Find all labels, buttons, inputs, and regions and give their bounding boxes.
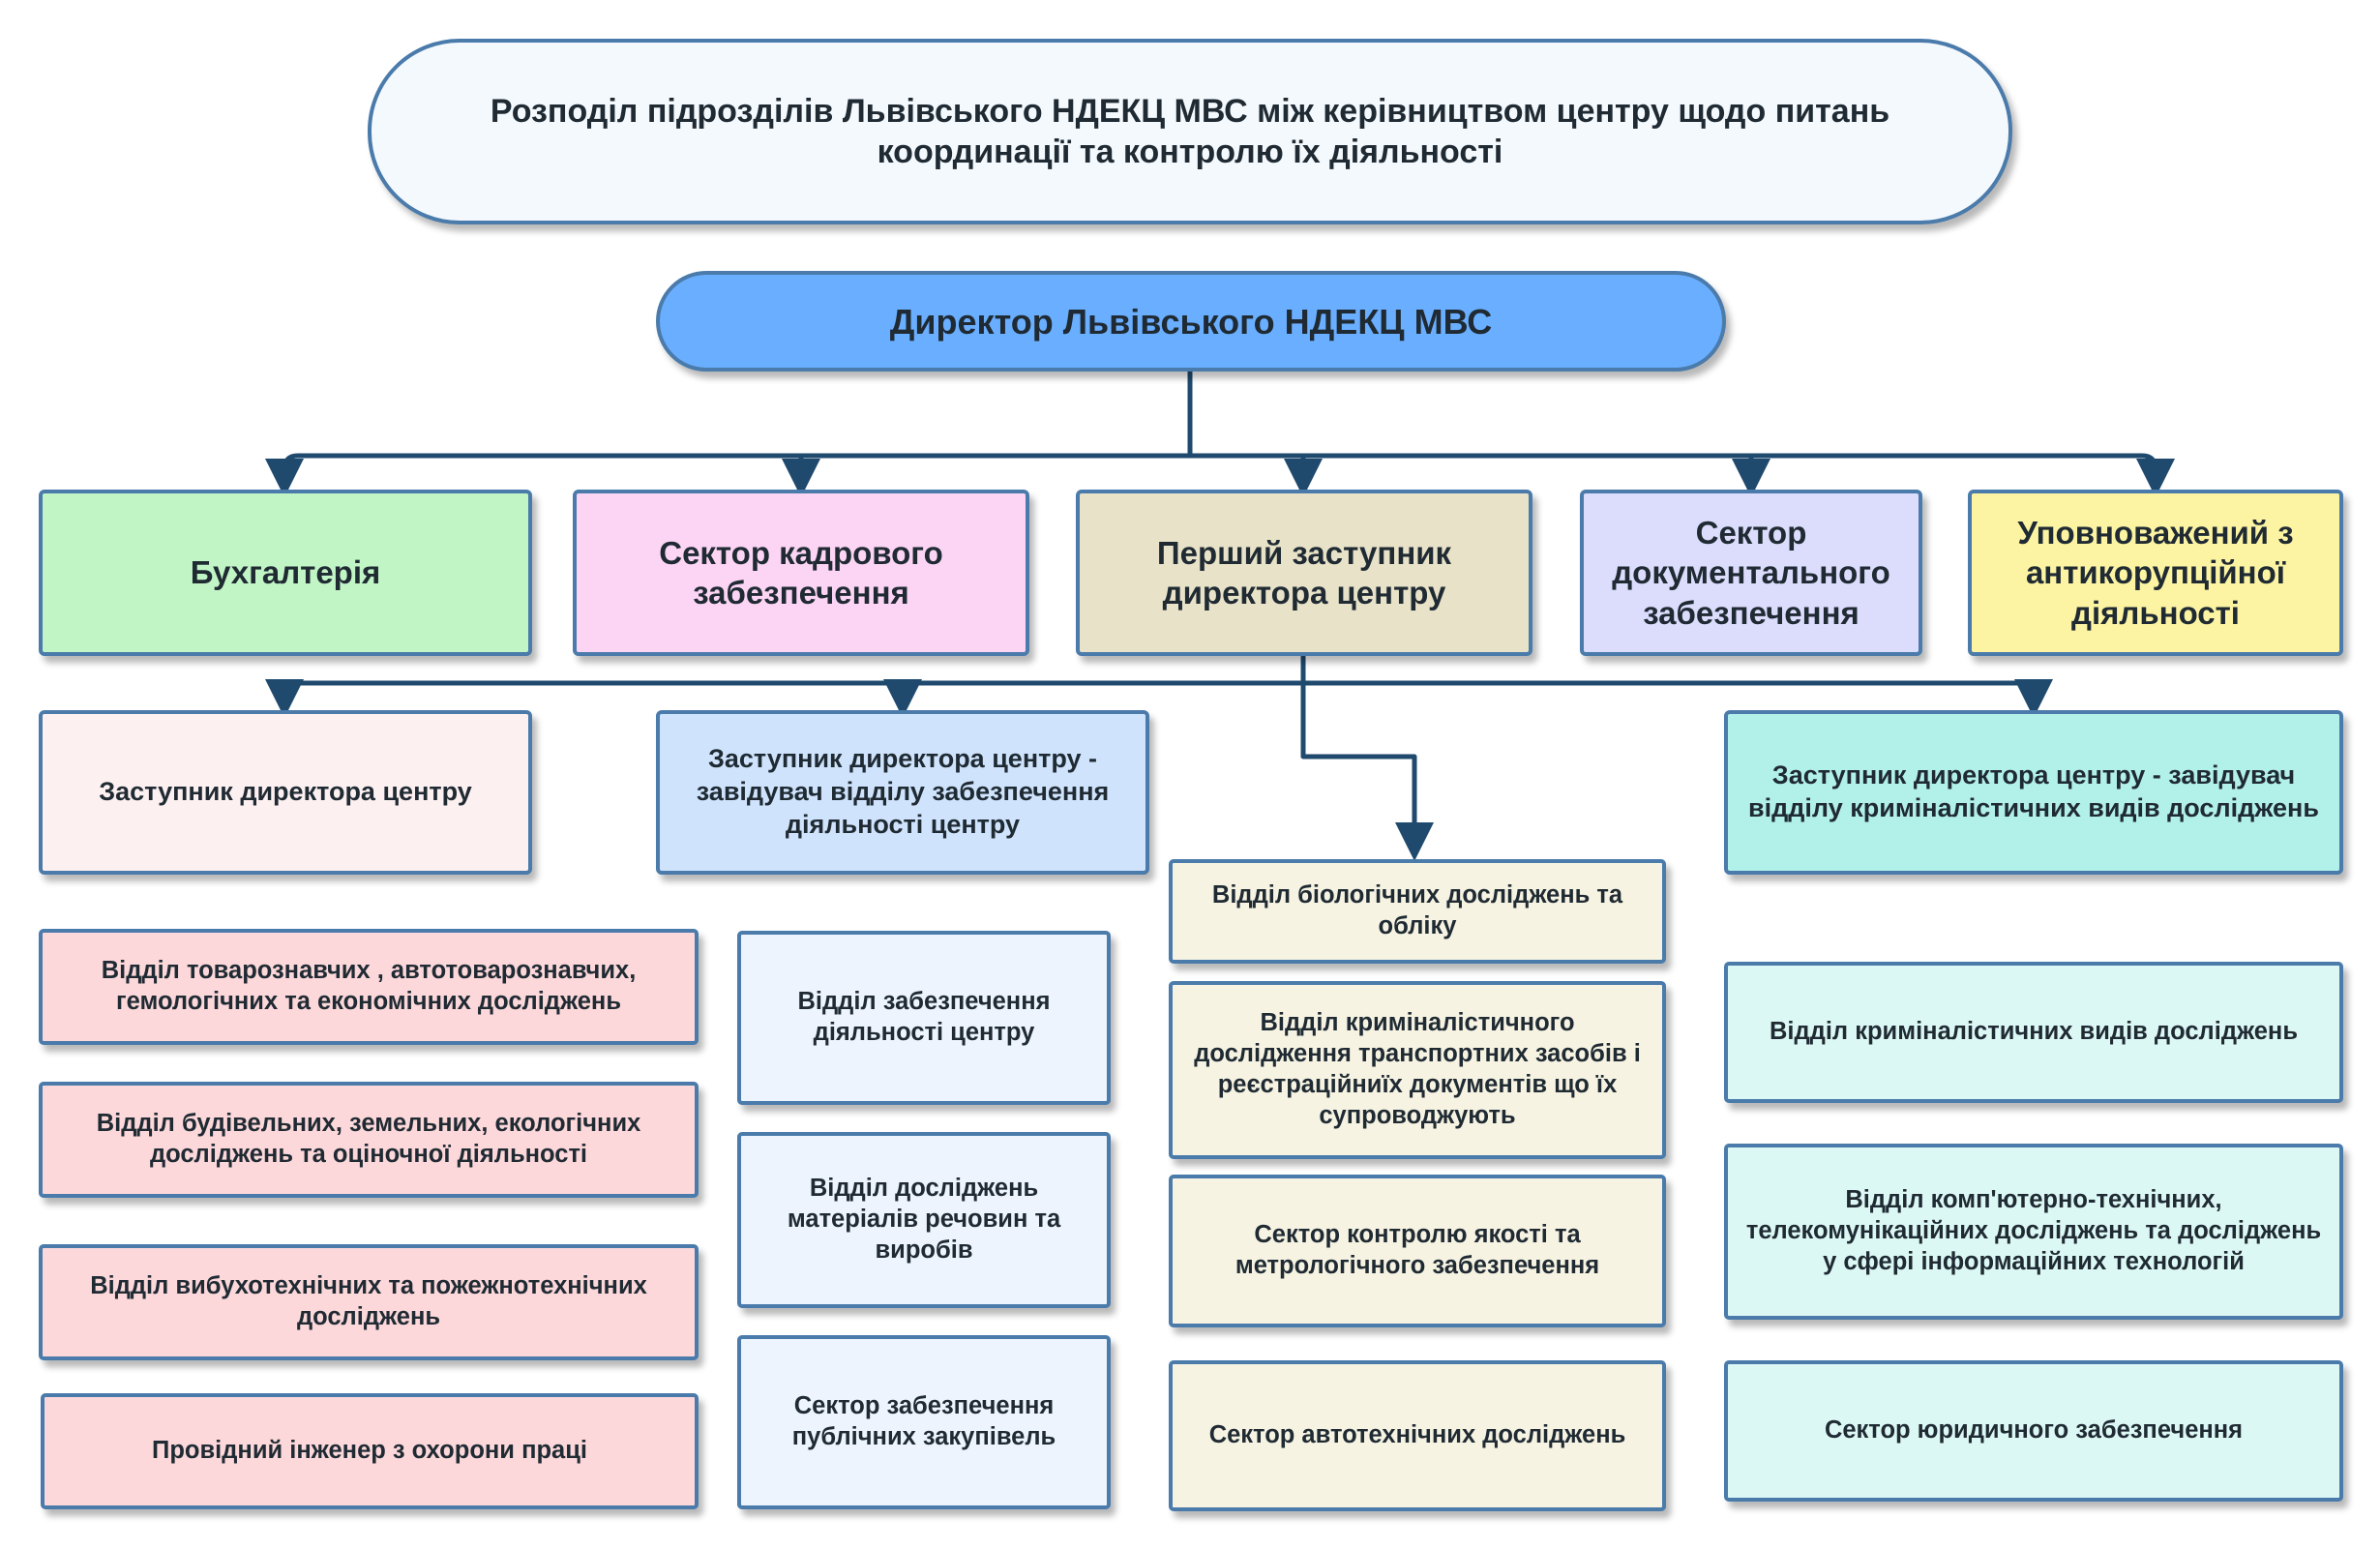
unit-box: Сектор забезпечення публічних закупівель: [737, 1335, 1111, 1509]
unit-label: Сектор забезпечення публічних закупівель: [791, 1392, 1056, 1450]
level2-bus-line: [282, 680, 2037, 700]
unit-label: Відділ криміналістичних видів досліджень: [1769, 1018, 2299, 1046]
diagram-title: Розподіл підрозділів Львівського НДЕКЦ М…: [368, 39, 2012, 224]
deputy-support-box: Заступник директора центру - завідувач в…: [656, 710, 1149, 875]
anticorruption-box: Уповноважений з антикорупційної діяльнос…: [1968, 490, 2343, 656]
unit-box: Відділ забезпечення діяльності центру: [737, 931, 1111, 1105]
hr-sector-box: Сектор кадрового забезпечення: [573, 490, 1029, 656]
unit-label: Відділ досліджень матеріалів речовин та …: [787, 1175, 1061, 1264]
unit-label: Відділ будівельних, земельних, екологічн…: [96, 1110, 641, 1168]
unit-box: Відділ комп'ютерно-технічних, телекомуні…: [1724, 1144, 2343, 1320]
unit-label: Відділ товарознавчих , автотоварознавчих…: [101, 957, 637, 1015]
unit-label: Відділ криміналістичного дослідження тра…: [1194, 1009, 1641, 1129]
unit-label: Відділ вибухотехнічних та пожежнотехнічн…: [90, 1272, 647, 1330]
hr-sector-label: Сектор кадрового забезпечення: [659, 534, 943, 611]
unit-box: Сектор контролю якості та метрологічного…: [1169, 1175, 1666, 1327]
deputy-box: Заступник директора центру: [39, 710, 532, 875]
unit-label: Відділ комп'ютерно-технічних, телекомуні…: [1745, 1186, 2322, 1275]
unit-label: Сектор контролю якості та метрологічного…: [1235, 1221, 1600, 1279]
unit-box: Відділ товарознавчих , автотоварознавчих…: [39, 929, 699, 1045]
level1-bus-line: [282, 453, 2158, 483]
accounting-box: Бухгалтерія: [39, 490, 532, 656]
unit-box: Відділ біологічних досліджень та обліку: [1169, 859, 1666, 964]
unit-label: Сектор автотехнічних досліджень: [1208, 1421, 1626, 1449]
first-deputy-label: Перший заступник директора центру: [1156, 534, 1452, 611]
unit-label: Сектор юридичного забезпечення: [1824, 1416, 2244, 1445]
unit-box: Провідний інженер з охорони праці: [41, 1393, 699, 1509]
unit-label: Відділ біологічних досліджень та обліку: [1211, 881, 1623, 939]
unit-box: Відділ будівельних, земельних, екологічн…: [39, 1082, 699, 1198]
anticorruption-label: Уповноважений з антикорупційної діяльнос…: [2017, 515, 2294, 631]
deputy-forensic-label: Заступник директора центру - завідувач в…: [1748, 760, 2319, 822]
unit-box: Відділ криміналістичних видів досліджень: [1724, 962, 2343, 1103]
deputy-label: Заступник директора центру: [99, 777, 472, 807]
unit-box: Сектор автотехнічних досліджень: [1169, 1360, 1666, 1511]
arrow-first-deputy-units: [1300, 680, 1434, 861]
accounting-label: Бухгалтерія: [190, 554, 381, 591]
unit-box: Відділ криміналістичного дослідження тра…: [1169, 981, 1666, 1159]
documents-sector-box: Сектор документального забезпечення: [1580, 490, 1922, 656]
deputy-forensic-box: Заступник директора центру - завідувач в…: [1724, 710, 2343, 875]
unit-label: Провідний інженер з охорони праці: [152, 1437, 587, 1465]
unit-box: Сектор юридичного забезпечення: [1724, 1360, 2343, 1502]
unit-box: Відділ досліджень матеріалів речовин та …: [737, 1132, 1111, 1308]
unit-box: Відділ вибухотехнічних та пожежнотехнічн…: [39, 1244, 699, 1360]
unit-label: Відділ забезпечення діяльності центру: [797, 988, 1051, 1046]
deputy-support-label: Заступник директора центру - завідувач в…: [696, 744, 1110, 839]
diagram-title-text: Розподіл підрозділів Львівського НДЕКЦ М…: [490, 92, 1890, 171]
first-deputy-box: Перший заступник директора центру: [1076, 490, 1532, 656]
director-label: Директор Львівського НДЕКЦ МВС: [889, 301, 1493, 342]
director-box: Директор Львівського НДЕКЦ МВС: [656, 271, 1726, 372]
documents-sector-label: Сектор документального забезпечення: [1612, 515, 1890, 631]
